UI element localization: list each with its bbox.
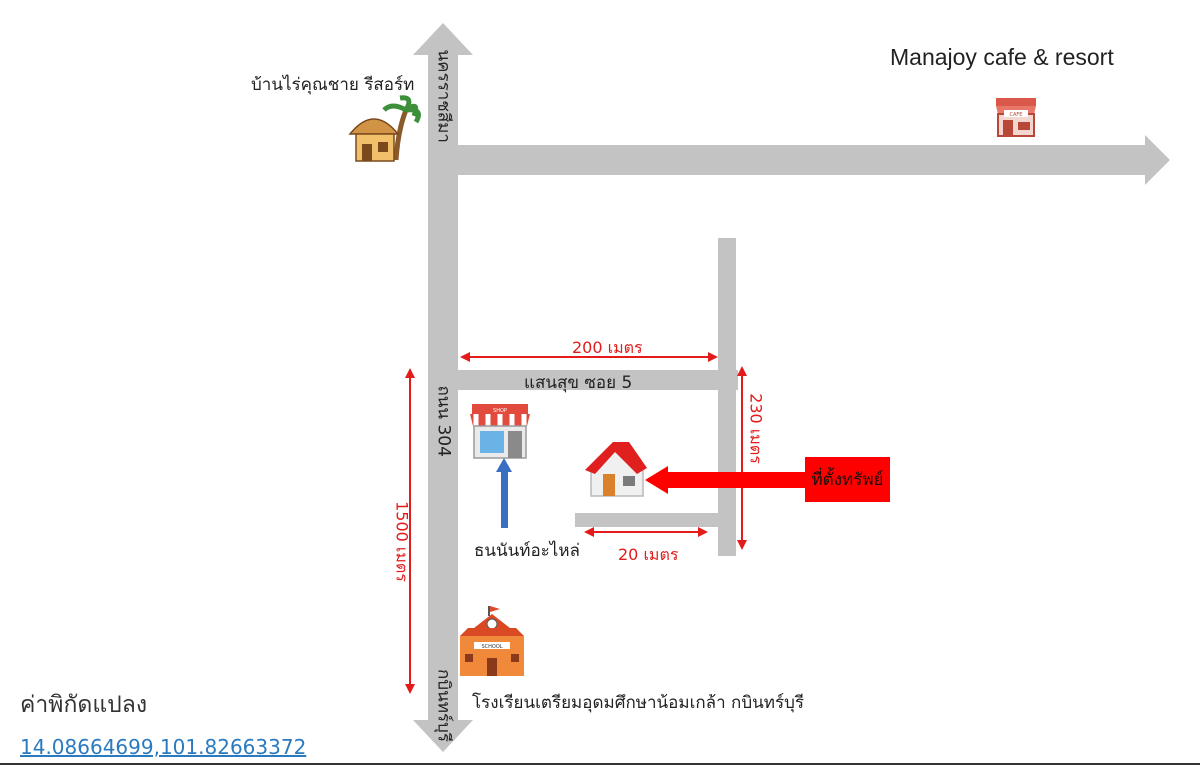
soi-label: แสนสุข ซอย 5	[524, 373, 633, 393]
cafe-road	[458, 145, 1148, 175]
road-label-304: ถนน 304	[433, 385, 454, 457]
road-arrow-south	[413, 720, 473, 752]
svg-text:SCHOOL: SCHOOL	[481, 644, 502, 650]
bottom-divider	[0, 763, 1200, 765]
resort-label: บ้านไร่คุณชาย รีสอร์ท	[251, 75, 415, 95]
road-arrow-north	[413, 23, 473, 55]
distance-side-road: 230 เมตร	[746, 393, 766, 464]
distance-main: 1500 เมตร	[392, 501, 412, 582]
school-label: โรงเรียนเตรียมอุดมศึกษาน้อมเกล้า กบินทร์…	[472, 693, 804, 713]
cafe-store-icon: CAFE	[996, 98, 1036, 137]
side-road	[718, 238, 736, 556]
property-marker-label: ที่ตั้งทรัพย์	[811, 470, 884, 490]
house-icon	[585, 442, 647, 497]
distance-soi: 200 เมตร	[572, 338, 643, 357]
school-icon: SCHOOL	[460, 606, 524, 676]
measure-arrows	[405, 352, 747, 694]
short-road	[575, 513, 720, 527]
parts-shop-label: ธนนันท์อะไหล่	[474, 541, 580, 561]
coordinates-link[interactable]: 14.08664699,101.82663372	[20, 735, 307, 759]
svg-text:SHOP: SHOP	[493, 408, 507, 414]
property-marker: ที่ตั้งทรัพย์	[805, 457, 890, 502]
road-label-south: กบินทร์บุรี	[433, 669, 454, 742]
map-title: Manajoy cafe & resort	[890, 44, 1114, 70]
road-arrow-east	[1145, 135, 1170, 185]
roads	[413, 23, 1170, 752]
main-road	[428, 55, 458, 725]
svg-text:CAFE: CAFE	[1010, 112, 1023, 118]
coordinates-label: ค่าพิกัดแปลง	[20, 692, 148, 718]
shop-store-icon: SHOP	[470, 404, 530, 459]
hut-palm-icon	[348, 95, 421, 162]
distance-short-road: 20 เมตร	[618, 545, 679, 564]
property-arrow	[645, 466, 807, 494]
road-label-north: นครราชสีมา	[433, 49, 454, 143]
soi-road	[458, 370, 738, 390]
shop-pointer-arrow	[496, 458, 512, 528]
